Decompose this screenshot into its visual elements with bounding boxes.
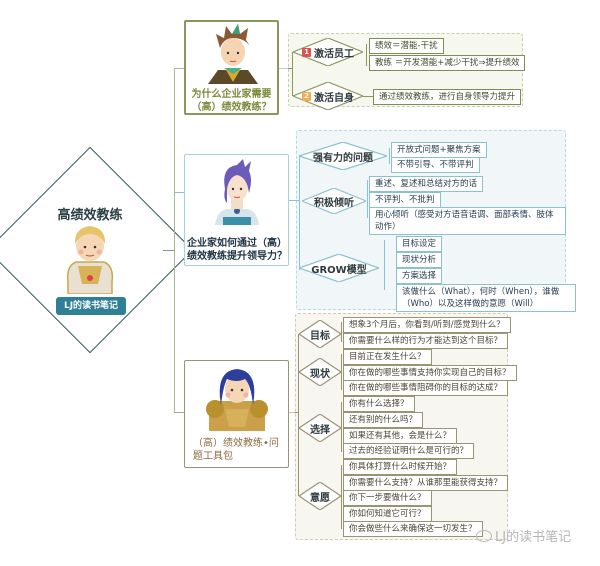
node-grow-model: GROW模型 [299,254,379,282]
node-label: 目标 [310,330,330,342]
number-badge-1: 1 [302,47,311,57]
number-badge-2: 2 [302,91,311,101]
leaf: 开放式问题+聚焦方案 [391,142,487,158]
leaf: 用心倾听（感受对方语音语调、面部表情、肢体动作） [369,207,566,235]
branch-toolkit-title: （高）绩效教练•问题工具包 [193,438,279,462]
leaf: 绩效＝潜能-干扰 [369,38,444,54]
node-will: 意愿 [299,482,341,510]
leaf: 你如何知道它可行？ [343,506,432,522]
golden-knight-avatar-icon [66,226,114,294]
purple-hair-heroine-avatar-icon [215,159,259,225]
blue-hair-armored-avatar-icon [206,369,268,431]
leaf: 不评判、不批判 [369,192,441,208]
node-goal: 目标 [299,320,341,348]
leaf: 你在做的哪些事情阻碍你的目标的达成？ [343,380,509,396]
wechat-icon [476,530,492,542]
leaf: 你需要什么样的行为才能达到这个目标？ [343,333,509,349]
leaf: 你下一步要做什么？ [343,490,432,506]
node-reality: 现状 [299,358,341,386]
node-label: 激活员工 [314,48,354,60]
node-label: 积极倾听 [314,197,354,209]
leaf: 该做什么（What），何时（When），谁做（Who）以及这样做的意愿（Will… [396,284,576,312]
branch-toolkit-card: （高）绩效教练•问题工具包 [184,360,289,468]
leaf: 通过绩效教练，进行自身领导力提升 [373,89,522,105]
leaf: 你会做些什么来确保这一切发生？ [343,521,483,537]
node-powerful-questions: 强有力的问题 [299,142,387,170]
leaf: 想象3个月后，你看到/听到/感觉到什么？ [343,317,511,333]
leaf: 不带引导、不带评判 [391,157,480,173]
branch-how-card: 企业家如何通过（高）绩效教练提升领导力？ [184,154,289,266]
leaf: 目标设定 [396,236,443,252]
node-options: 选择 [299,414,341,442]
node-label: GROW模型 [311,264,367,276]
leaf: 现状分析 [396,252,443,268]
branch-how-title: 企业家如何通过（高）绩效教练提升领导力？ [187,238,287,262]
leaf: 如果还有其他，会是什么？ [343,428,458,444]
leaf: 你在做的哪些事情支持你实现自己的目标？ [343,365,517,381]
watermark: LJ的读书笔记 [476,526,571,545]
leaf: 你需要什么支持？从谁那里能获得支持？ [343,475,509,491]
branch-why-title: 为什么企业家需要（高）绩效教练？ [191,89,272,113]
leaf: 目前正在发生什么？ [343,349,432,365]
leaf: 过去的经验证明什么是可行的？ [343,443,475,459]
leaf: 教练 ＝开发潜能+减少干扰⇒提升绩效 [369,55,526,71]
node-label: 激活自身 [314,92,354,104]
leaf: 还有别的什么吗？ [343,412,424,428]
root-title: 高绩效教练 [57,208,123,223]
branch-why-card: 为什么企业家需要（高）绩效教练？ [184,20,279,115]
node-label: 现状 [310,368,330,380]
leaf: 你有什么选择？ [343,396,415,412]
leaf: 重述、复述和总结对方的话 [369,176,484,192]
root-badge: LJ的读书笔记 [56,297,126,315]
green-hair-hero-avatar-icon [208,24,258,84]
node-label: 强有力的问题 [313,152,373,164]
node-label: 选择 [310,424,330,436]
leaf: 方案选择 [396,268,443,284]
node-active-listening: 积极倾听 [302,188,366,214]
node-label: 意愿 [310,492,330,504]
leaf: 你具体打算什么时候开始？ [343,459,458,475]
watermark-text: LJ的读书笔记 [495,530,572,545]
